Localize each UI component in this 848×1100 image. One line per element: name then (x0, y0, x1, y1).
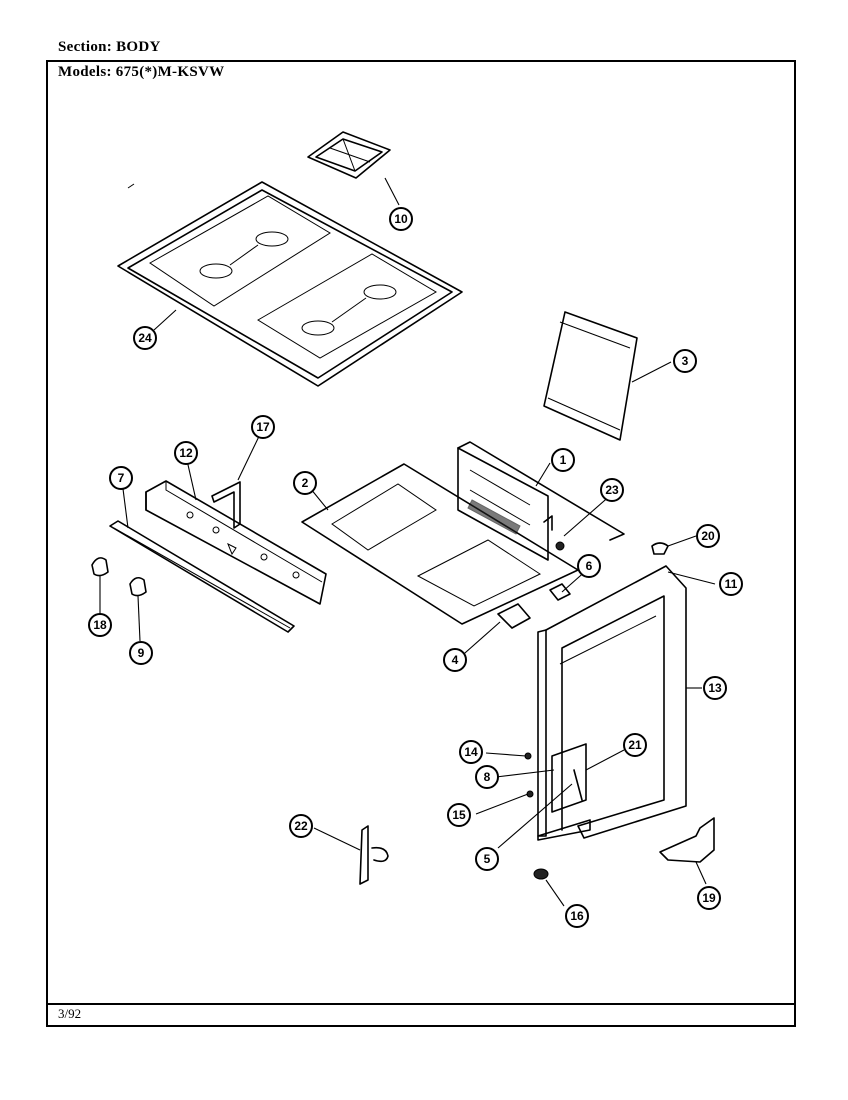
callout-3: 3 (673, 349, 697, 373)
svg-text:11: 11 (725, 577, 738, 591)
svg-text:9: 9 (138, 646, 145, 660)
callout-5: 5 (475, 847, 499, 871)
part-control-panel (145, 480, 327, 605)
svg-text:3: 3 (682, 354, 689, 368)
svg-text:4: 4 (452, 653, 459, 667)
footer-divider (46, 1003, 796, 1005)
svg-text:22: 22 (294, 819, 308, 833)
callout-1: 1 (551, 448, 575, 472)
svg-text:1: 1 (560, 453, 567, 467)
svg-text:24: 24 (138, 331, 152, 345)
part-leveling-foot (533, 868, 549, 880)
section-title: Section: BODY (58, 39, 161, 55)
part-hinge-spring-22 (359, 825, 389, 885)
callout-14: 14 (459, 740, 483, 764)
svg-text:23: 23 (605, 483, 619, 497)
revision-date: 3/92 (58, 1006, 82, 1021)
callout-9: 9 (129, 641, 153, 665)
callout-18: 18 (88, 613, 112, 637)
svg-text:19: 19 (702, 891, 716, 905)
part-knob-18 (91, 557, 109, 577)
callout-13: 13 (703, 676, 727, 700)
part-knob-9 (129, 576, 147, 597)
callout-6: 6 (577, 554, 601, 578)
svg-text:17: 17 (256, 420, 270, 434)
svg-text:15: 15 (452, 808, 466, 822)
part-bracket-19 (659, 817, 715, 863)
diagram-frame (46, 60, 796, 1027)
part-fastener-23 (555, 541, 565, 551)
part-oven-bottom (301, 463, 579, 625)
callout-21: 21 (623, 733, 647, 757)
callout-19: 19 (697, 886, 721, 910)
callout-leaders (99, 177, 716, 907)
part-cooktop (117, 181, 463, 387)
callout-2: 2 (293, 471, 317, 495)
callout-16: 16 (565, 904, 589, 928)
callout-7: 7 (109, 466, 133, 490)
part-body-shell (457, 441, 625, 561)
models-title: Models: 675(*)M-KSVW (58, 64, 225, 80)
part-bracket-17 (211, 481, 241, 529)
svg-text:18: 18 (93, 618, 107, 632)
svg-text:13: 13 (708, 681, 722, 695)
svg-text:5: 5 (484, 852, 491, 866)
part-plug-20 (651, 542, 669, 555)
svg-text:14: 14 (464, 745, 478, 759)
svg-text:20: 20 (701, 529, 715, 543)
svg-text:12: 12 (179, 446, 193, 460)
svg-text:21: 21 (628, 738, 642, 752)
svg-text:16: 16 (570, 909, 584, 923)
callout-15: 15 (447, 803, 471, 827)
part-hinge-assembly (524, 743, 587, 813)
part-clip-6 (549, 583, 571, 601)
part-front-frame (537, 565, 687, 841)
callout-12: 12 (174, 441, 198, 465)
callout-24: 24 (133, 326, 157, 350)
callout-11: 11 (719, 572, 743, 596)
callout-10: 10 (389, 207, 413, 231)
callout-4: 4 (443, 648, 467, 672)
svg-text:2: 2 (302, 476, 309, 490)
callout-8: 8 (475, 765, 499, 789)
svg-text:8: 8 (484, 770, 491, 784)
svg-text:6: 6 (586, 559, 593, 573)
svg-text:7: 7 (118, 471, 125, 485)
part-back-panel (543, 311, 638, 441)
part-burner-grate (307, 131, 391, 179)
callout-17: 17 (251, 415, 275, 439)
callout-23: 23 (600, 478, 624, 502)
part-bracket-4 (497, 603, 531, 629)
callout-22: 22 (289, 814, 313, 838)
svg-text:10: 10 (394, 212, 408, 226)
part-clip (543, 515, 553, 531)
part-trim-strip (109, 520, 295, 633)
callout-20: 20 (696, 524, 720, 548)
